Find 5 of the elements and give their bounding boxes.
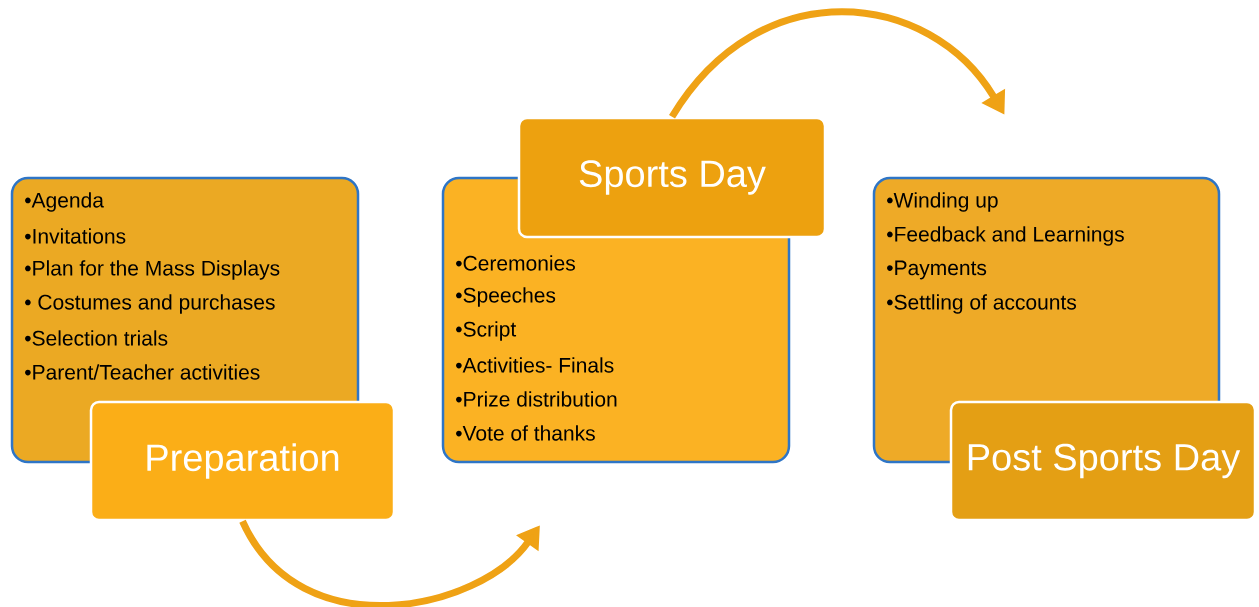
curved-arrow [239,519,540,607]
curved-arrow [669,8,1006,119]
title-box: Preparation [89,400,396,522]
title-box: Sports Day [517,116,827,239]
title-box: Post Sports Day [949,400,1257,522]
